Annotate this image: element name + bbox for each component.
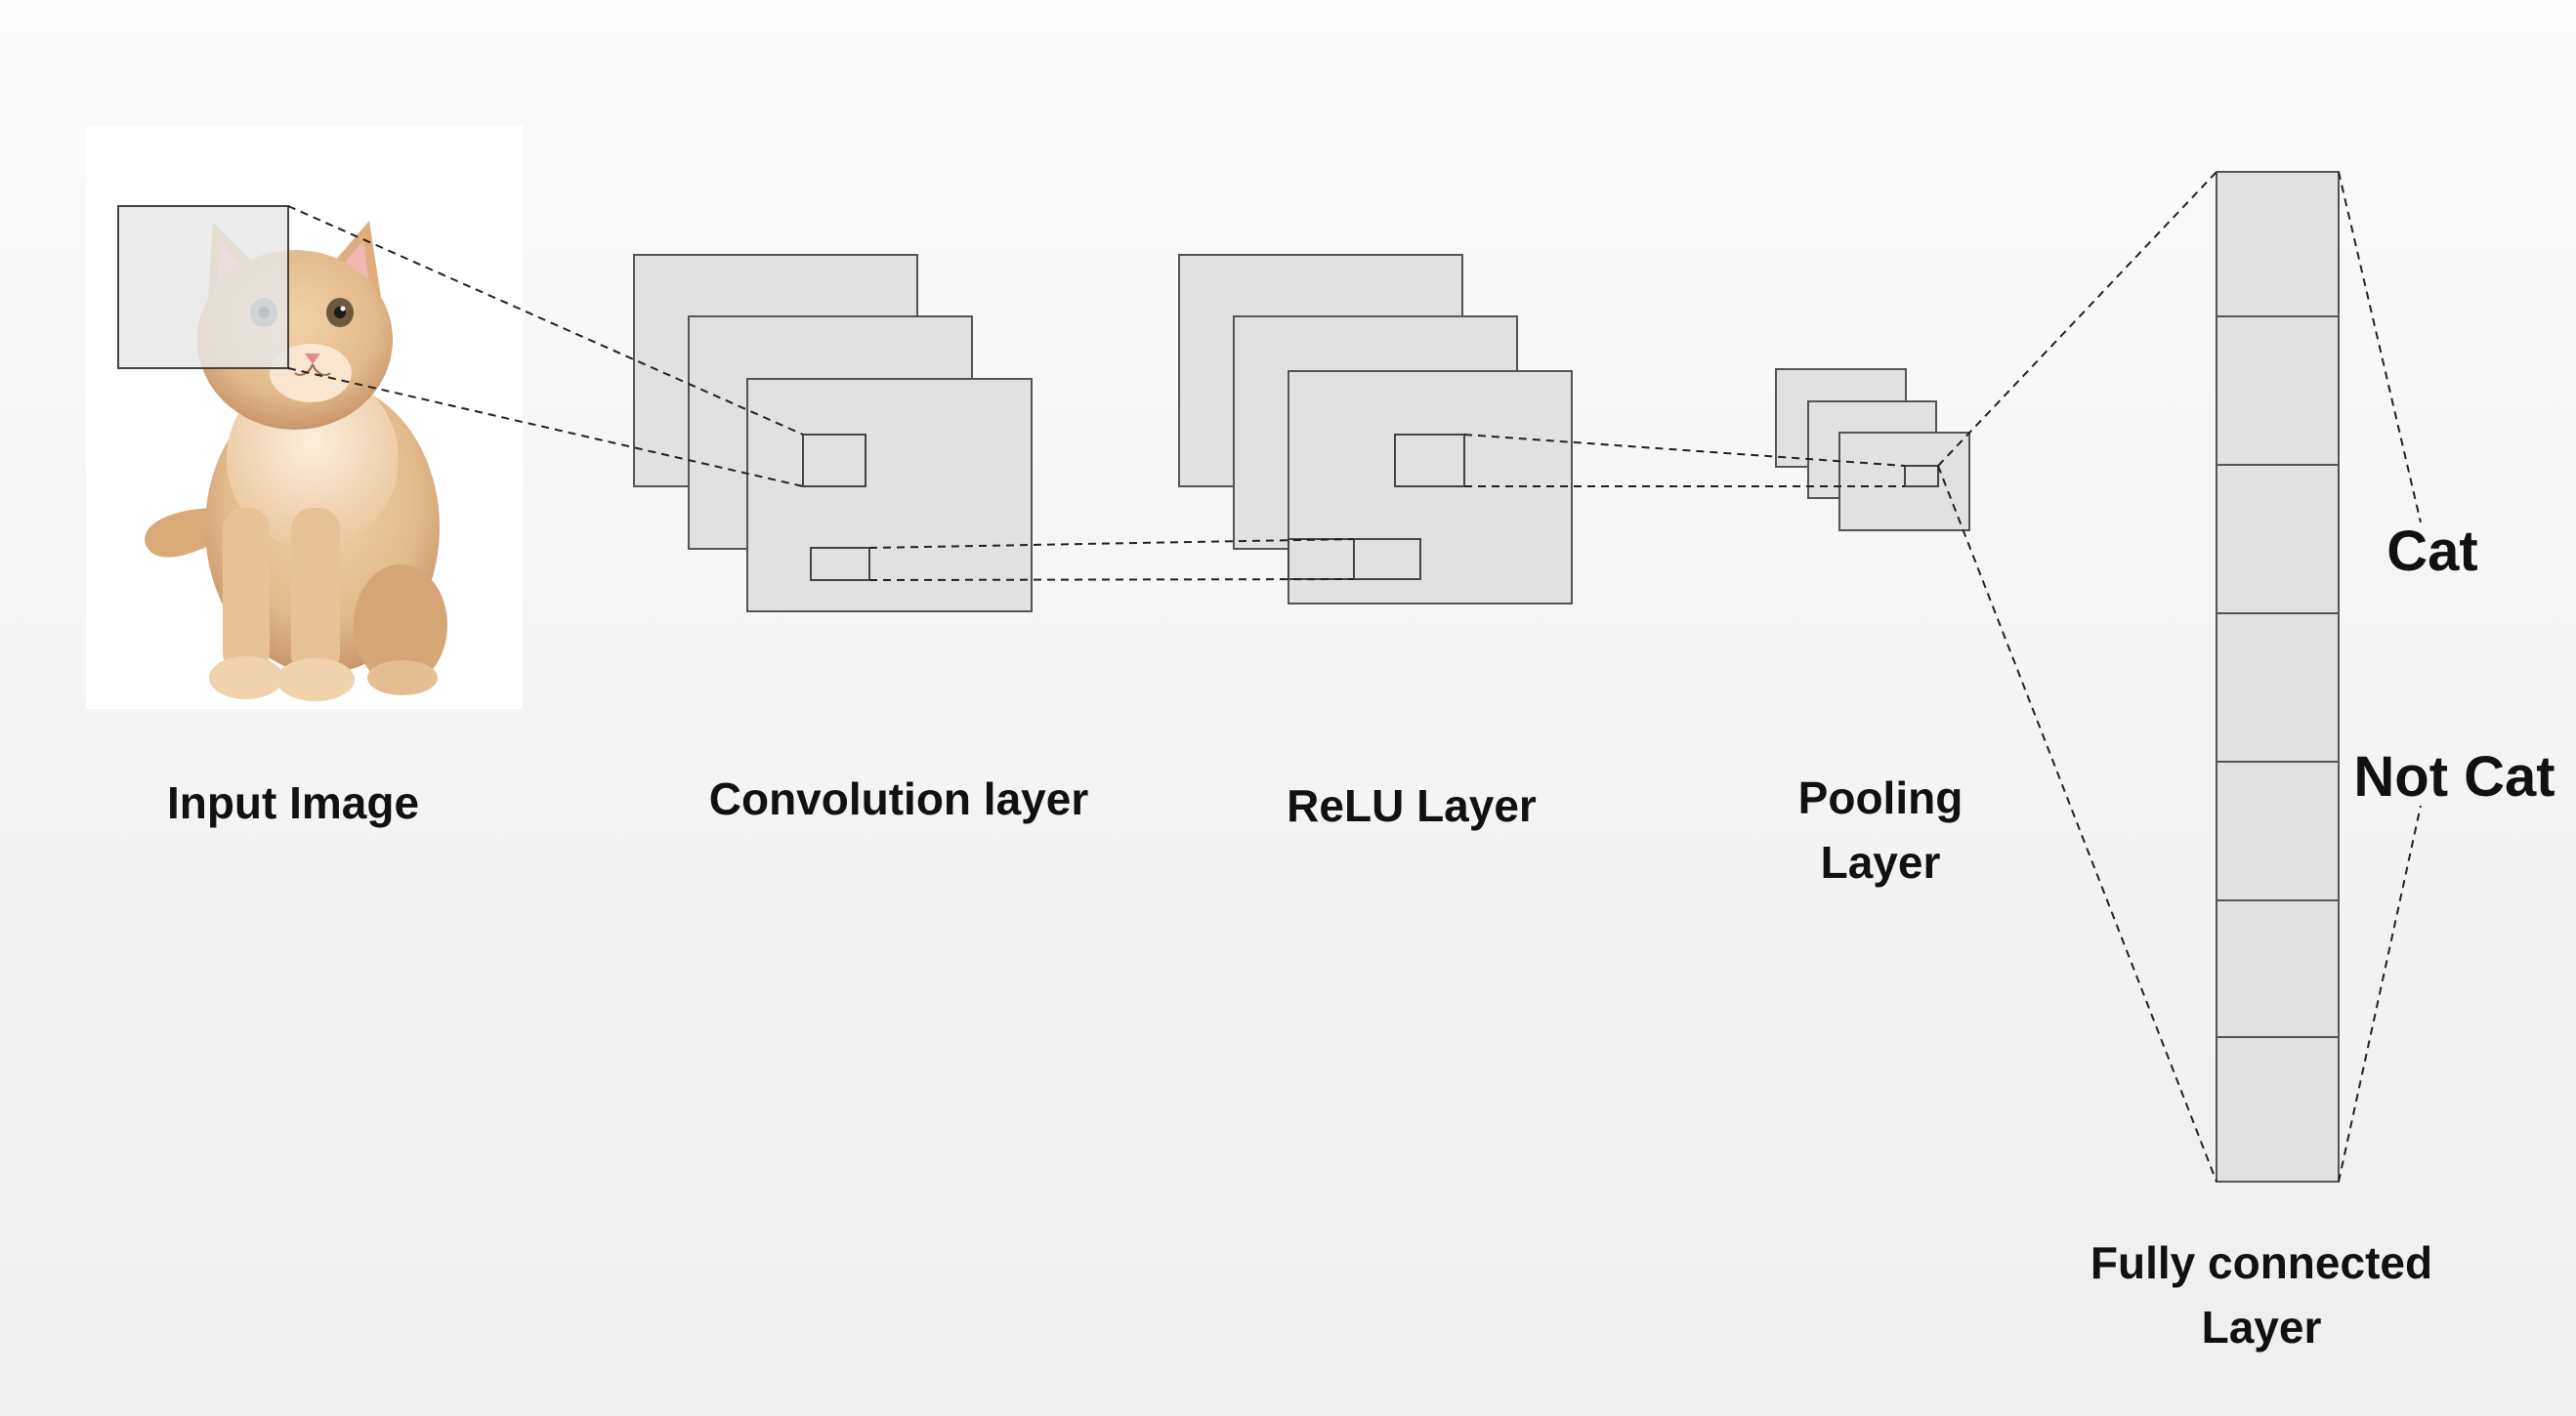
conv-feature-map-front: [746, 378, 1033, 612]
fc-neuron: [2216, 171, 2340, 317]
pooling-label-line-1: Pooling: [1797, 772, 1964, 823]
dashed-connectors: [287, 171, 2422, 1183]
fc-neuron: [2216, 612, 2340, 763]
relu-layer-stack: [1178, 254, 1573, 604]
conv-receptive-window: [802, 434, 866, 487]
fc-neuron: [2216, 464, 2340, 614]
fc-label-line-1: Fully connected: [2090, 1237, 2433, 1288]
output-not-cat-label: Not Cat: [2353, 745, 2555, 809]
fully-connected-column: [2216, 171, 2340, 1183]
fc-neuron: [2216, 761, 2340, 901]
fully-connected-layer-label: Fully connected Layer: [2051, 1230, 2471, 1359]
pooling-layer-label: Pooling Layer: [1768, 766, 1993, 895]
kitten-photo: [145, 221, 447, 701]
input-image-label: Input Image: [166, 777, 420, 828]
input-receptive-field: [117, 205, 289, 369]
fc-neuron: [2216, 315, 2340, 466]
convolution-layer-label: Convolution layer: [708, 773, 1089, 824]
output-cat-label: Cat: [2386, 520, 2478, 583]
conv-output-window: [810, 547, 870, 581]
fc-neuron: [2216, 899, 2340, 1038]
input-image: [86, 125, 523, 709]
convolution-layer-stack: [633, 254, 1033, 612]
pooling-layer-stack: [1775, 368, 1970, 531]
pooling-label-line-2: Layer: [1820, 837, 1941, 888]
relu-output-window: [1394, 434, 1465, 487]
pool-window: [1904, 465, 1939, 487]
fc-neuron: [2216, 1036, 2340, 1183]
fc-label-line-2: Layer: [2201, 1302, 2322, 1353]
relu-layer-label: ReLU Layer: [1287, 780, 1537, 831]
